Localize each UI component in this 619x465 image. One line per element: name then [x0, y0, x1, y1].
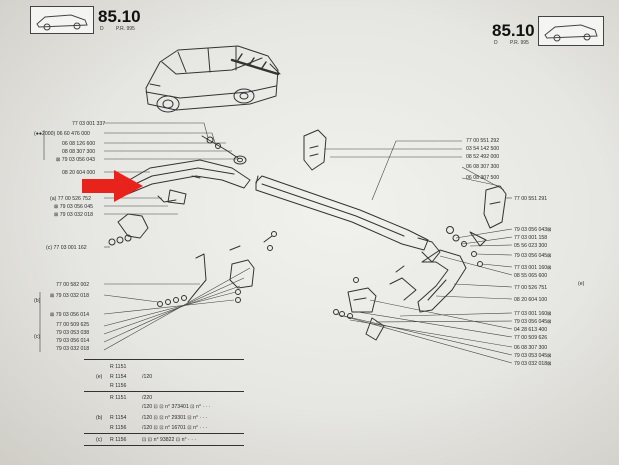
- table-row-4-suffix: /120 ⊡ ⊡ n° 373401 ⊡ n° · · ·: [142, 404, 211, 410]
- table-row-7-model: R 1156: [110, 437, 127, 443]
- right-label-12: 77 00 526 751: [514, 285, 548, 291]
- right-label-6: 79 03 056 043⊠: [514, 227, 552, 233]
- left-label-5: 08 20 604 000: [62, 170, 96, 176]
- left-label-7: ⊠ 79 03 056 045: [54, 204, 93, 210]
- page-ref-left: P.R. 995: [116, 26, 135, 32]
- table-row-1-suffix: /120: [142, 374, 153, 380]
- left-label-12: ⊠ 79 03 056 014: [50, 312, 89, 318]
- left-label-14: 79 03 053 038: [56, 330, 90, 336]
- left-label-13: 77 00 509 625: [56, 322, 90, 328]
- table-row-5-model: R 1154: [110, 415, 127, 421]
- group-mark-b: (b): [34, 298, 41, 304]
- table-row-1-prefix: (e): [96, 374, 103, 380]
- left-label-6: (a) 77 00 526 752: [50, 196, 91, 202]
- right-label-17: 77 00 509 626: [514, 335, 548, 341]
- table-row-6-suffix: /120 ⊡ ⊡ n° 16701 ⊡ n° · · ·: [142, 425, 208, 431]
- right-label-5: 77 00 551 291: [514, 196, 548, 202]
- right-label-13: 08 20 604 100: [514, 297, 548, 303]
- right-label-15: 79 03 056 045⊠: [514, 319, 552, 325]
- table-rule-top: [84, 359, 244, 360]
- table-row-2-model: R 1156: [110, 383, 127, 389]
- right-label-11: 08 55 065 600: [514, 273, 548, 279]
- page-sub-right: D: [494, 40, 498, 46]
- table-row-3-model: R 1151: [110, 395, 127, 401]
- header-thumb-left: [30, 6, 94, 34]
- right-label-9: 79 03 056 045⊠: [514, 253, 552, 259]
- left-label-0: 77 03 001 337: [72, 121, 106, 127]
- left-label-2: 06 08 126 600: [62, 141, 96, 147]
- right-label-0: 77 00 551 292: [466, 138, 500, 144]
- table-row-7-prefix: (c): [96, 437, 103, 443]
- table-row-7-suffix: ⊡ ⊡ n° 93822 ⊡ n° · · ·: [142, 437, 197, 443]
- table-row-6-model: R 1156: [110, 425, 127, 431]
- table-row-0-model: R 1151: [110, 364, 127, 370]
- right-label-18: 06 08 307 300: [514, 345, 548, 351]
- right-label-1: 03 54 142 500: [466, 146, 500, 152]
- right-label-10: 77 03 001 160⊠: [514, 265, 552, 271]
- right-label-7: 77 03 001 158: [514, 235, 548, 241]
- page-number-right: 85.10: [492, 21, 535, 40]
- right-label-19: 79 03 053 045⊠: [514, 353, 552, 359]
- page-ref-right: P.R. 995: [510, 40, 529, 46]
- right-label-20: 79 03 032 018⊠: [514, 361, 552, 367]
- table-row-1-model: R 1154: [110, 374, 127, 380]
- table-rule-mid: [84, 391, 244, 392]
- table-rule-low: [84, 433, 244, 434]
- left-label-1: (●●2000) 06 60 476 000: [34, 131, 90, 137]
- page-number-left: 85.10: [98, 7, 141, 26]
- right-label-8: 05 56 023 300: [514, 243, 548, 249]
- table-row-5-suffix: /120 ⊡ ⊡ n° 29301 ⊡ n° · · ·: [142, 415, 208, 421]
- left-label-9: (c) 77 03 001 162: [46, 245, 87, 251]
- car-illustration: [145, 45, 281, 113]
- group-mark-e: (e): [578, 281, 585, 287]
- right-label-2: 08 52 492 000: [466, 154, 500, 160]
- table-row-3-suffix: /220: [142, 395, 153, 401]
- left-label-15: 79 03 056 014: [56, 338, 90, 344]
- left-label-10: 77 00 582 002: [56, 282, 90, 288]
- left-label-11: ⊠ 79 03 032 018: [50, 293, 89, 299]
- page-sub-left: D: [100, 26, 104, 32]
- right-label-14: 77 03 001 160⊠: [514, 311, 552, 317]
- table-rule-bottom: [84, 445, 244, 446]
- left-label-3: 08 08 307 300: [62, 149, 96, 155]
- main-bumper-blade: [255, 175, 441, 263]
- right-label-4: 06 08 307 500: [466, 175, 500, 181]
- group-mark-c: (c): [34, 334, 41, 340]
- left-label-8: ⊠ 79 03 032 018: [54, 212, 93, 218]
- left-label-16: 79 03 032 018: [56, 346, 90, 352]
- header-thumb-right: [538, 16, 604, 46]
- right-label-3: 06 08 307 300: [466, 164, 500, 170]
- car-thumbnail-icon: [544, 24, 598, 42]
- table-row-5-prefix: (b): [96, 415, 103, 421]
- right-label-16: 04 28 613 400: [514, 327, 548, 333]
- red-pointer-arrow-icon: [82, 170, 143, 202]
- left-label-4: ⊠ 79 03 056 043: [56, 157, 95, 163]
- car-thumbnail-icon: [36, 14, 88, 31]
